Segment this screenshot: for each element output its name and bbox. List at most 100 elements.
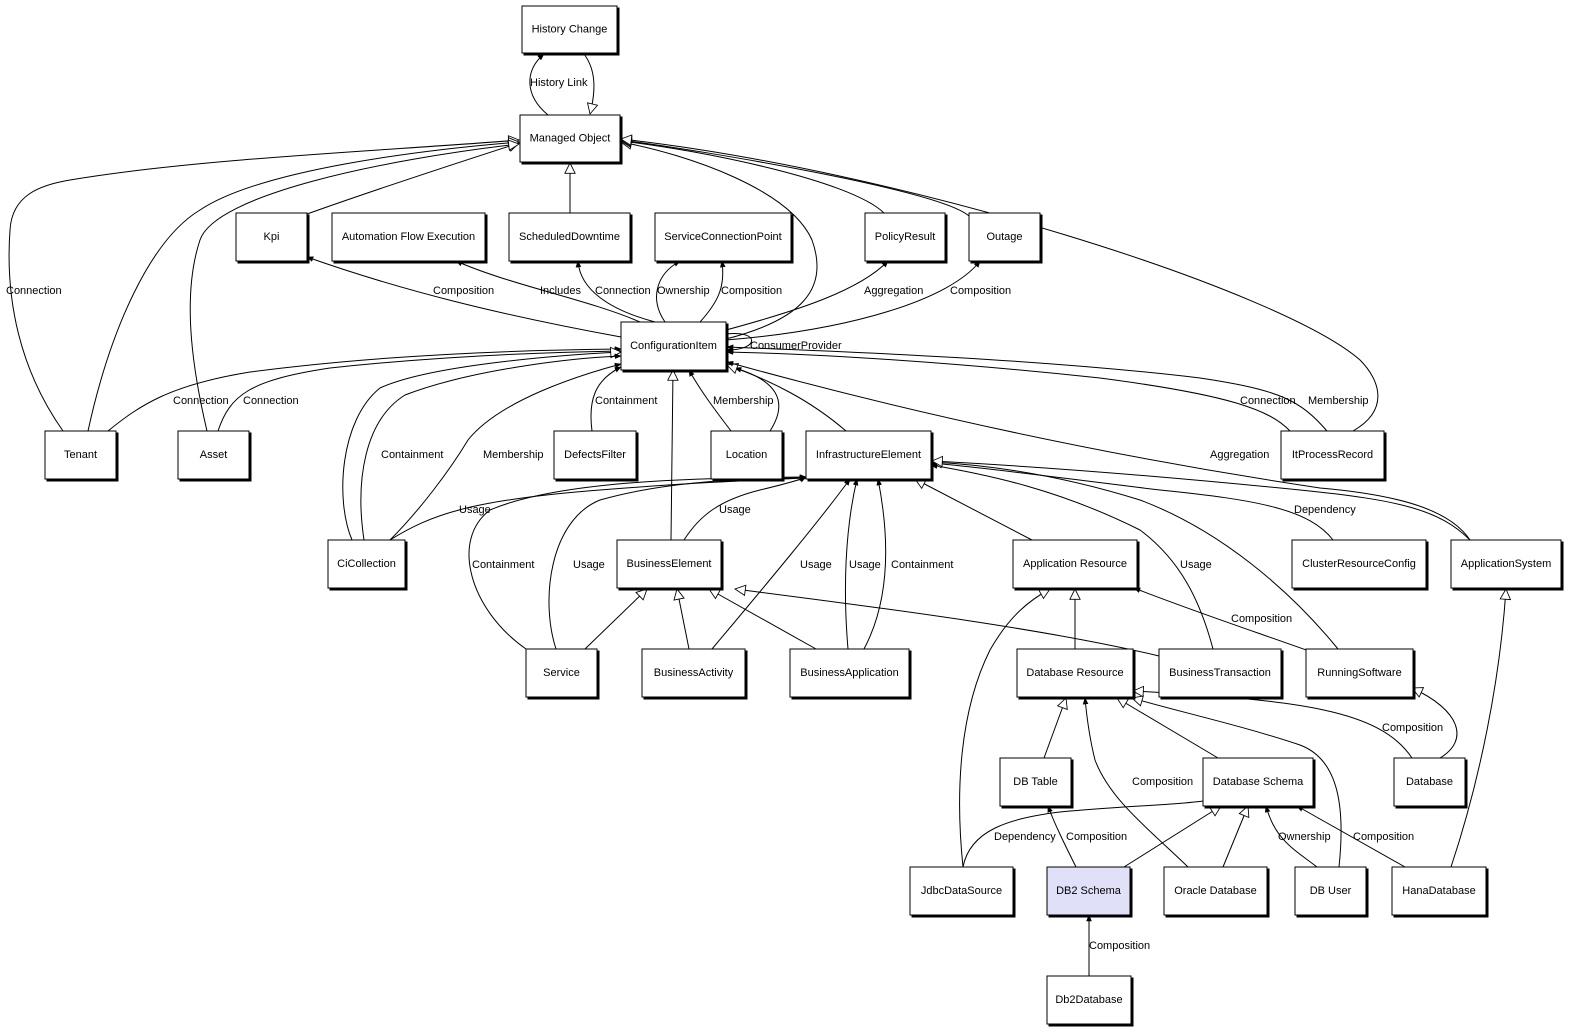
node-box[interactable] <box>1291 539 1427 589</box>
edge-tenant-ci <box>107 346 622 432</box>
node-db2database[interactable]: Db2Database <box>1046 975 1134 1027</box>
edge-line <box>735 589 1160 657</box>
node-ci-collection[interactable]: CiCollection <box>327 539 408 591</box>
node-label: Db2Database <box>1055 994 1122 1006</box>
node-box[interactable] <box>44 430 117 480</box>
node-box[interactable] <box>1012 539 1138 589</box>
node-business-transaction[interactable]: BusinessTransaction <box>1158 648 1284 700</box>
node-defects-filter[interactable]: DefectsFilter <box>553 430 639 482</box>
edge-label-itpr-ci-a: Connection <box>1240 395 1296 407</box>
node-box[interactable] <box>519 114 621 163</box>
node-box[interactable] <box>968 212 1041 262</box>
node-box[interactable] <box>641 648 746 698</box>
node-policy-result[interactable]: PolicyResult <box>864 212 948 264</box>
edge-line <box>1132 698 1342 868</box>
edge-db2s-dbs <box>1123 806 1221 868</box>
node-application-resource[interactable]: Application Resource <box>1012 539 1140 591</box>
node-automation-flow-execution[interactable]: Automation Flow Execution <box>331 212 488 264</box>
node-box[interactable] <box>1046 975 1132 1025</box>
node-box[interactable] <box>1163 866 1268 916</box>
node-database[interactable]: Database <box>1393 757 1468 809</box>
node-box[interactable] <box>1158 648 1282 698</box>
node-box[interactable] <box>525 648 598 698</box>
node-db-user[interactable]: DB User <box>1294 866 1369 918</box>
node-box[interactable] <box>1046 866 1131 916</box>
node-scheduled-downtime[interactable]: ScheduledDowntime <box>508 212 633 264</box>
node-box[interactable] <box>1393 757 1466 807</box>
edge-line <box>1117 698 1219 759</box>
edge-mo-outage <box>621 140 970 217</box>
edge-line <box>87 142 519 432</box>
node-box[interactable] <box>1391 866 1487 916</box>
edge-label-itpr-ci-b: Membership <box>1308 395 1369 407</box>
edge-bapp-ie-b <box>863 478 887 650</box>
node-label: Service <box>543 667 580 679</box>
edge-label-ci-sd: Connection <box>595 285 651 297</box>
node-db2-schema[interactable]: DB2 Schema <box>1046 866 1133 918</box>
node-business-activity[interactable]: BusinessActivity <box>641 648 748 700</box>
node-it-process-record[interactable]: ItProcessRecord <box>1280 430 1387 482</box>
node-jdbc-data-source[interactable]: JdbcDataSource <box>909 866 1016 918</box>
node-box[interactable] <box>654 212 792 262</box>
node-box[interactable] <box>909 866 1014 916</box>
node-label: BusinessActivity <box>654 667 734 679</box>
edge-line <box>583 53 594 114</box>
node-business-application[interactable]: BusinessApplication <box>789 648 912 700</box>
node-oracle-database[interactable]: Oracle Database <box>1163 866 1270 918</box>
node-configuration-item[interactable]: ConfigurationItem <box>620 321 729 373</box>
edge-oracle-dr <box>1082 697 1189 868</box>
edge-label-cic-ie: Usage <box>459 504 491 516</box>
node-box[interactable] <box>177 430 250 480</box>
node-box[interactable] <box>864 212 946 262</box>
node-box[interactable] <box>1294 866 1367 916</box>
node-box[interactable] <box>805 430 932 480</box>
node-box[interactable] <box>1202 757 1314 807</box>
edge-bt-ie <box>930 463 1214 650</box>
node-database-schema[interactable]: Database Schema <box>1202 757 1316 809</box>
node-box[interactable] <box>1280 430 1385 480</box>
edge-ci-outage <box>725 260 981 341</box>
edge-line <box>725 332 753 353</box>
node-history-change[interactable]: History Change <box>521 5 620 56</box>
node-running-software[interactable]: RunningSoftware <box>1305 648 1416 700</box>
node-box[interactable] <box>1016 648 1134 698</box>
edge-line <box>575 260 656 323</box>
node-box[interactable] <box>616 539 722 589</box>
node-database-resource[interactable]: Database Resource <box>1016 648 1136 700</box>
node-application-system[interactable]: ApplicationSystem <box>1450 539 1564 591</box>
node-service[interactable]: Service <box>525 648 600 700</box>
node-box[interactable] <box>999 757 1072 807</box>
node-location[interactable]: Location <box>710 430 785 482</box>
node-asset[interactable]: Asset <box>177 430 252 482</box>
node-tenant[interactable]: Tenant <box>44 430 119 482</box>
node-service-connection-point[interactable]: ServiceConnectionPoint <box>654 212 794 264</box>
node-box[interactable] <box>521 5 618 54</box>
edge-label-oracle-dr: Composition <box>1132 776 1193 788</box>
node-box[interactable] <box>235 212 308 262</box>
node-box[interactable] <box>331 212 486 262</box>
node-box[interactable] <box>1305 648 1414 698</box>
node-cluster-resource-config[interactable]: ClusterResourceConfig <box>1291 539 1429 591</box>
node-box[interactable] <box>620 321 727 371</box>
edge-line <box>1123 806 1221 868</box>
node-business-element[interactable]: BusinessElement <box>616 539 724 591</box>
node-db-table[interactable]: DB Table <box>999 757 1074 809</box>
node-box[interactable] <box>710 430 783 480</box>
edge-mo-asset <box>189 144 519 432</box>
node-box[interactable] <box>789 648 910 698</box>
edge-bapp-ie-a <box>844 478 859 650</box>
node-box[interactable] <box>508 212 631 262</box>
node-outage[interactable]: Outage <box>968 212 1043 264</box>
node-box[interactable] <box>1450 539 1562 589</box>
node-infrastructure-element[interactable]: InfrastructureElement <box>805 430 934 482</box>
node-managed-object[interactable]: Managed Object <box>519 114 623 165</box>
edge-line <box>1043 698 1066 759</box>
node-label: ServiceConnectionPoint <box>664 231 781 243</box>
edge-label-dbu-dbs: Ownership <box>1278 831 1331 843</box>
node-kpi[interactable]: Kpi <box>235 212 310 264</box>
edge-label-df-ci: Containment <box>595 395 657 407</box>
node-hana-database[interactable]: HanaDatabase <box>1391 866 1489 918</box>
edge-line <box>1264 805 1318 868</box>
node-box[interactable] <box>327 539 406 589</box>
node-box[interactable] <box>553 430 637 480</box>
